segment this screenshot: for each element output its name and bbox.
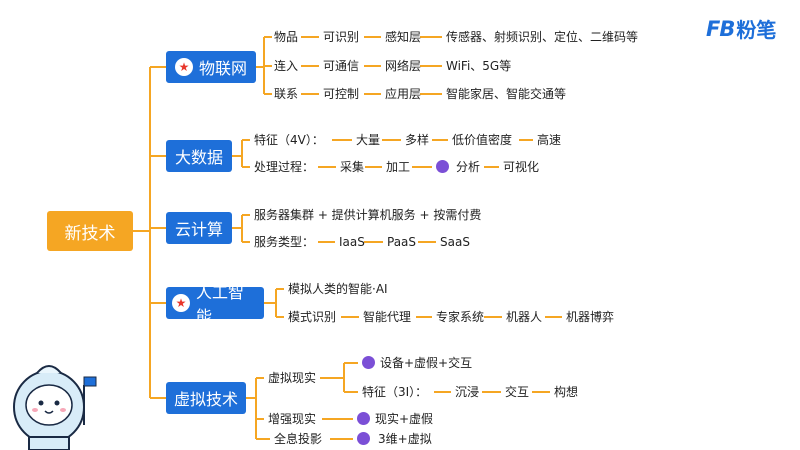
brand-logo: FB 粉笔 [706,14,776,43]
brand-mark: FB [706,16,735,41]
ai-row2-item3: 专家系统 [436,310,485,324]
iot-row1-item3: 感知层 [385,30,422,44]
category-label: 物联网 [198,59,247,78]
iot-row1-item2: 可识别 [323,30,360,44]
holo-value: 3维+虚拟 [378,432,432,446]
holo-label: 全息投影 [274,432,323,446]
ai-row2-item4: 机器人 [506,310,543,324]
ai-row1-text: 模拟人类的智能·AI [288,282,388,296]
iot-row3-item2: 可控制 [323,87,360,101]
ai-row2-item2: 智能代理 [363,310,412,324]
vr-item2-val2: 交互 [505,385,530,399]
iot-row3-item3: 应用层 [385,87,422,101]
vr-item2-label: 特征（3I）： [362,385,428,399]
bigdata-row2-item1: 处理过程： [254,160,315,174]
iot-row2-item4: WiFi、5G等 [446,59,512,73]
connector-line [264,288,284,318]
vr-item1: 设备+虚假+交互 [380,356,473,370]
category-node-cloud: 云计算 [166,212,232,244]
category-node-iot: ★ 物联网 [166,51,256,83]
ar-label: 增强现实 [268,412,317,426]
purple-tag-icon [357,412,370,425]
root-node: 新技术 [47,211,133,251]
star-icon: ★ [174,58,193,76]
iot-row3-item1: 联系 [274,87,299,101]
purple-tag-icon [362,356,375,369]
cloud-row2-item1: 服务类型： [254,235,315,249]
category-node-bigdata: 大数据 [166,140,232,172]
category-label: 虚拟技术 [173,390,238,409]
vr-item2-val3: 构想 [554,385,579,399]
purple-tag-icon [357,432,370,445]
ar-value: 现实+虚假 [375,412,434,426]
bigdata-row1-item4: 低价值密度 [452,133,513,147]
ai-row2-item5: 机器博弈 [566,310,615,324]
iot-row2-item3: 网络层 [385,59,422,73]
ai-row2-item1: 模式识别 [288,310,337,324]
purple-tag-icon [436,160,449,173]
cloud-row2-item3: PaaS [387,235,417,249]
star-icon: ★ [172,294,190,312]
connector-line [246,377,270,440]
connector-line [133,67,151,398]
category-label: 人工智能 [196,283,245,326]
bigdata-row1-item1: 特征（4V）： [254,133,324,147]
connector-line [320,362,358,393]
bigdata-row2-item2: 采集 [340,160,365,174]
bigdata-row1-item2: 大量 [356,133,381,147]
bigdata-row2-item4: 分析 [456,160,481,174]
cloud-row2-item4: SaaS [440,235,470,249]
category-label: 云计算 [174,220,223,239]
iot-row1-item1: 物品 [274,30,299,44]
bigdata-row2-item5: 可视化 [503,160,540,174]
vr-label: 虚拟现实 [268,371,317,385]
connector-line [232,214,250,243]
iot-row2-item2: 可通信 [323,59,360,73]
brand-name: 粉笔 [736,18,777,42]
cloud-row1-text: 服务器集群 + 提供计算机服务 + 按需付费 [254,208,482,222]
iot-row3-item4: 智能家居、智能交通等 [446,87,567,101]
category-label: 大数据 [174,148,223,167]
astronaut-mascot [13,365,97,450]
category-node-ai: ★ 人工智能 [166,283,264,326]
category-node-virtual: 虚拟技术 [166,382,246,414]
iot-row2-item1: 连入 [274,59,299,73]
vr-item2-val1: 沉浸 [455,385,480,399]
bigdata-row2-item3: 加工 [386,160,411,174]
bigdata-row1-item5: 高速 [537,133,562,147]
connector-line [256,36,272,95]
cloud-row2-item2: IaaS [339,235,365,249]
connector-line [232,139,250,168]
bigdata-row1-item3: 多样 [405,133,430,147]
iot-row1-item4: 传感器、射频识别、定位、二维码等 [446,30,639,44]
